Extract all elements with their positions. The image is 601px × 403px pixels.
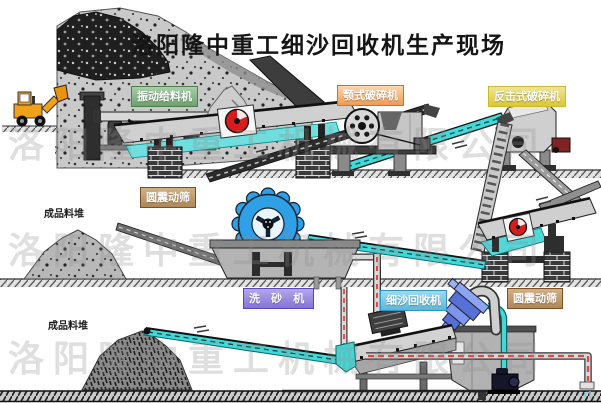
ground-level-2	[0, 278, 601, 287]
label-circular-screen-1: 圆震动筛	[140, 187, 196, 208]
vibrating-screen-2	[477, 196, 597, 283]
label-fine-sand-recycler: 细沙回收机	[380, 290, 447, 311]
rock-pile	[56, 11, 171, 81]
conveyor-recycler-to-pile	[143, 325, 353, 367]
screen1-flywheel	[216, 104, 258, 139]
feed-hopper-chute	[79, 55, 325, 161]
jaw-flywheel	[344, 108, 380, 144]
vibrating-screen-1	[113, 99, 359, 179]
slurry-pump	[282, 368, 520, 394]
wheel-loader	[13, 84, 69, 127]
drain-water-pipe	[366, 352, 595, 398]
sand-washer	[209, 187, 361, 290]
product-pile-row2	[23, 229, 127, 280]
screen2-flywheel	[502, 212, 535, 243]
page-title: 洛阳隆中重工细沙回收机生产现场	[131, 33, 506, 58]
discharge-chute	[335, 341, 357, 373]
jaw-crusher	[329, 104, 440, 176]
label-sand-washer: 洗 砂 机	[243, 288, 315, 309]
label-product-pile-mid: 成品料堆	[44, 209, 84, 220]
label-impact-crusher: 反击式破碎机	[488, 86, 566, 107]
label-vibrating-feeder: 振动给料机	[131, 86, 198, 107]
recycler-tank	[443, 325, 537, 400]
label-circular-screen-2: 圆震动筛	[507, 288, 563, 309]
label-jaw-crusher: 颚式破碎机	[337, 85, 404, 106]
dewatering-screen	[340, 305, 457, 375]
fine-sand-recycler	[282, 277, 595, 400]
label-product-pile-bottom: 成品料堆	[48, 321, 88, 332]
